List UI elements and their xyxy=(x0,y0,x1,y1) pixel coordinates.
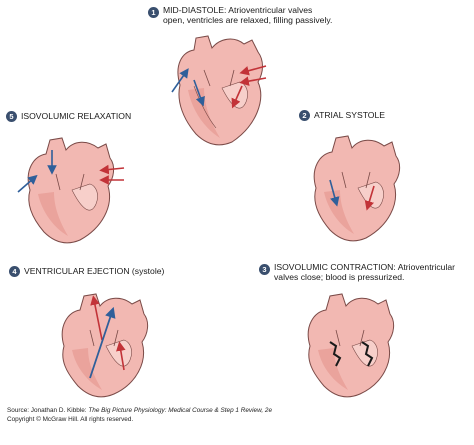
step-3-label: ISOVOLUMIC CONTRACTION: Atrioventricular… xyxy=(274,262,470,282)
source-citation: Source: Jonathan D. Kibble: The Big Pict… xyxy=(7,407,272,424)
step-2-title: ATRIAL SYSTOLE xyxy=(314,110,386,120)
step-5-label: ISOVOLUMIC RELAXATION xyxy=(21,111,131,121)
step-5-title: ISOVOLUMIC RELAXATION xyxy=(21,111,132,121)
step-3-badge: 3 xyxy=(259,264,270,275)
step-2-label: ATRIAL SYSTOLE xyxy=(314,110,385,120)
source-prefix: Source: Jonathan D. Kibble: xyxy=(7,407,89,414)
step-1-badge: 1 xyxy=(148,7,159,18)
step-2-badge: 2 xyxy=(299,110,310,121)
heart-atrial-systole xyxy=(313,135,401,242)
heart-mid-diastole xyxy=(171,35,267,146)
step-4-text: (systole) xyxy=(131,266,165,276)
heart-ventricular-ejection xyxy=(61,293,149,398)
step-4-badge: 4 xyxy=(9,266,20,277)
step-4-label: VENTRICULAR EJECTION (systole) xyxy=(24,266,164,276)
step-3-text: Atrioventricular valves close; blood is … xyxy=(274,262,455,283)
heart-isovolumic-contraction xyxy=(307,293,395,398)
step-1-label: MID-DIASTOLE: Atrioventricular valves op… xyxy=(163,5,333,25)
step-5-badge: 5 xyxy=(6,111,17,122)
step-4-title: VENTRICULAR EJECTION xyxy=(24,266,130,276)
heart-isovolumic-relaxation xyxy=(17,137,125,244)
source-book-title: The Big Picture Physiology: Medical Cour… xyxy=(88,407,273,414)
copyright-line: Copyright © McGraw Hill. All rights rese… xyxy=(7,415,134,423)
closed-tricuspid-valve xyxy=(329,341,342,367)
step-1-text: Atrioventricular valves open, ventricles… xyxy=(163,5,333,26)
step-3-title: ISOVOLUMIC CONTRACTION: xyxy=(274,262,396,272)
step-1-title: MID-DIASTOLE: xyxy=(163,5,227,15)
closed-mitral-valve xyxy=(361,341,374,367)
